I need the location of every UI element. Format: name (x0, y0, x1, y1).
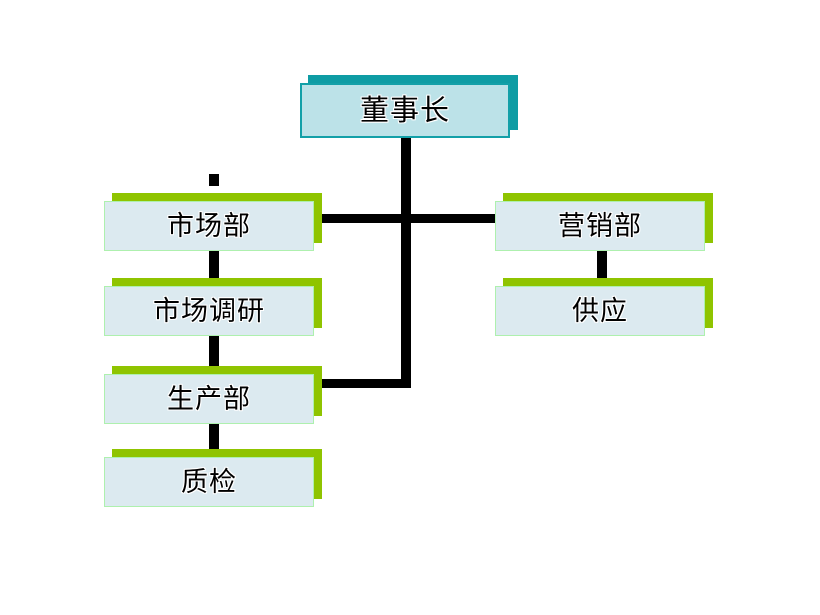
node-face-market-dept: 市场部 (104, 201, 314, 251)
node-face-production-dept: 生产部 (104, 374, 314, 424)
node-face-quality-inspection: 质检 (104, 457, 314, 507)
node-market-research[interactable]: 市场调研 (104, 278, 322, 336)
node-market-dept[interactable]: 市场部 (104, 193, 322, 251)
node-label-supply: 供应 (572, 295, 628, 327)
connector-link-market-to-research (209, 243, 219, 279)
node-face-market-research: 市场调研 (104, 286, 314, 336)
connector-stub-above-market-dept (209, 174, 219, 186)
connector-crossbar-horizontal (314, 214, 505, 223)
node-label-market-research: 市场调研 (153, 295, 265, 327)
connector-link-sales-to-supply (597, 243, 607, 279)
node-label-sales-dept: 营销部 (558, 210, 642, 242)
node-quality-inspection[interactable]: 质检 (104, 449, 322, 507)
node-label-production-dept: 生产部 (167, 383, 251, 415)
connector-trunk-vertical (401, 130, 411, 388)
node-label-market-dept: 市场部 (167, 210, 251, 242)
node-production-dept[interactable]: 生产部 (104, 366, 322, 424)
node-face-sales-dept: 营销部 (495, 201, 705, 251)
node-face-chairman: 董事长 (300, 83, 510, 138)
connector-link-production-to-quality (209, 416, 219, 450)
node-supply[interactable]: 供应 (495, 278, 713, 336)
node-face-supply: 供应 (495, 286, 705, 336)
node-chairman[interactable]: 董事长 (300, 75, 518, 138)
node-label-chairman: 董事长 (359, 93, 450, 127)
connector-trunk-elbow-to-production (314, 379, 411, 388)
node-label-quality-inspection: 质检 (181, 466, 237, 498)
connector-link-research-to-production (209, 328, 219, 367)
node-sales-dept[interactable]: 营销部 (495, 193, 713, 251)
